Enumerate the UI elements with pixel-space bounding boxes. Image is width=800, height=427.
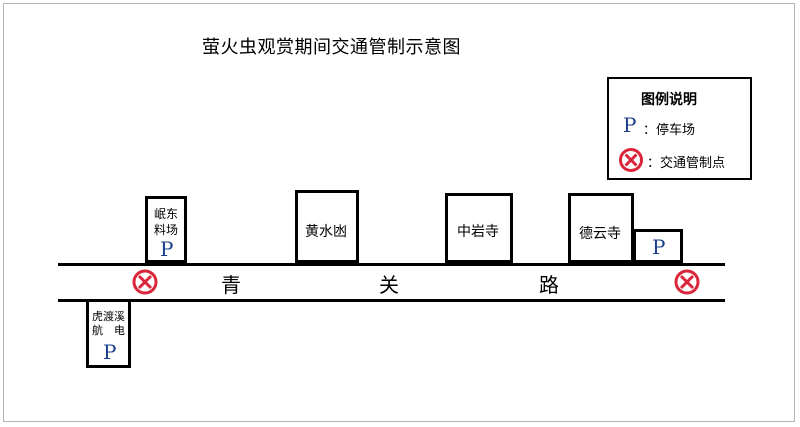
road-top-edge: [58, 263, 725, 266]
road-name-char-1: 青: [221, 273, 241, 297]
legend-parking-icon: P: [623, 113, 637, 137]
mindong-label-line1: 岷东: [154, 207, 179, 221]
huangshui-label: 黄水凼: [305, 224, 347, 240]
legend-control-icon: [619, 148, 643, 172]
map-title: 萤火虫观赏期间交通管制示意图: [202, 37, 461, 58]
mindong-label-line2: 料场: [154, 223, 179, 237]
deyun-parking-icon: P: [652, 235, 666, 259]
map-frame: [3, 3, 795, 422]
place-zhongyan-temple: 中岩寺: [445, 193, 513, 263]
road-name-char-3: 路: [539, 273, 559, 297]
zhongyan-label: 中岩寺: [457, 224, 499, 240]
legend-control-label: ：交通管制点: [647, 156, 726, 171]
place-hudu-parking: 虎渡溪 航 电 P: [86, 299, 131, 368]
hudu-label-line1: 虎渡溪: [92, 310, 125, 323]
mindong-parking-icon: P: [160, 237, 174, 261]
hudu-label-line2: 航 电: [92, 324, 125, 337]
place-mindong-parking: 岷东 料场 P: [145, 196, 187, 263]
place-deyun-parking: P: [633, 229, 683, 263]
legend-parking-label: ：停车场: [643, 123, 696, 138]
legend-title: 图例说明: [641, 92, 697, 108]
control-point-right-icon: [674, 269, 700, 295]
deyun-label: 德云寺: [579, 226, 621, 242]
hudu-parking-icon: P: [103, 340, 117, 364]
place-huangshui: 黄水凼: [295, 190, 359, 263]
road-name-char-2: 关: [379, 273, 399, 297]
road-bottom-edge: [58, 299, 725, 302]
control-point-left-icon: [132, 269, 158, 295]
legend-box: 图例说明 P ：停车场 ：交通管制点: [607, 77, 752, 180]
place-deyun-temple: 德云寺: [568, 193, 634, 263]
